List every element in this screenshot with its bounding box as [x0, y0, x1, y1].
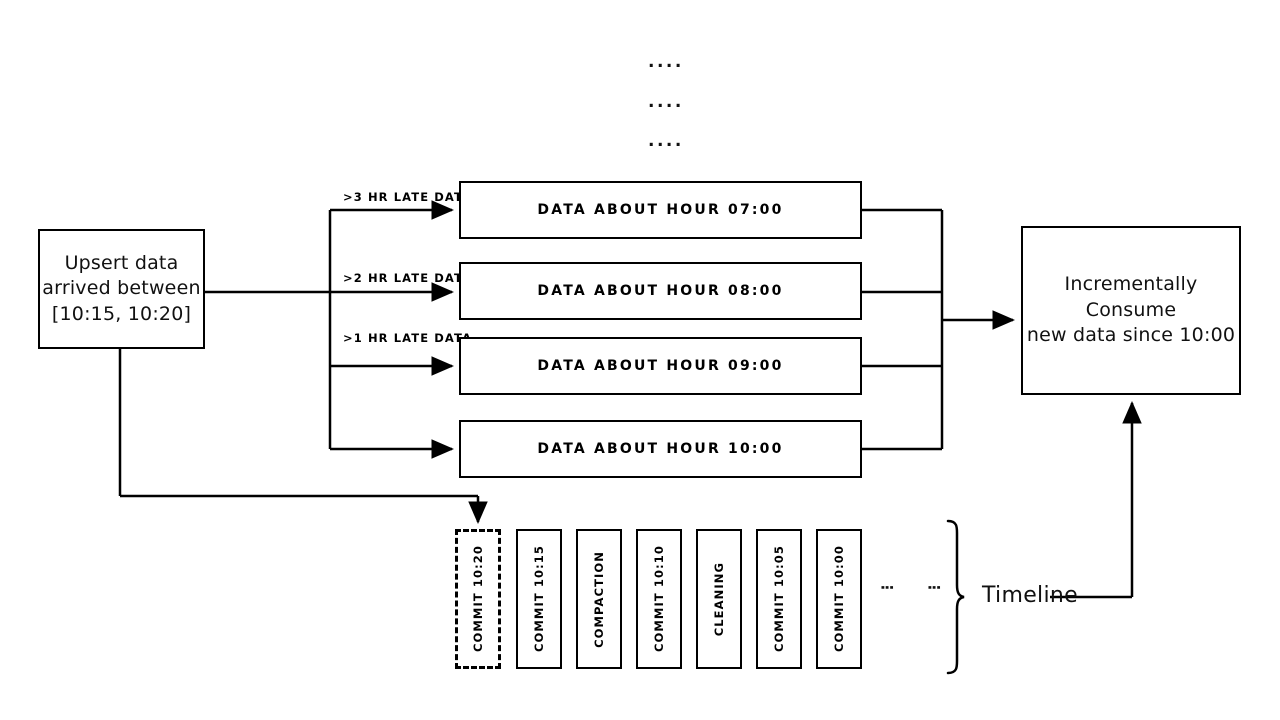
- timeline-brace: [946, 519, 965, 675]
- edge-label-late-2hr: >2 HR LATE DATA: [343, 271, 473, 285]
- data-box-hour-09-label: DATA ABOUT HOUR 09:00: [537, 358, 784, 374]
- incremental-consumer-line-2: new data since 10:00: [1026, 324, 1236, 347]
- timeline-commit-1020-label: COMMIT 10:20: [471, 545, 485, 653]
- edge-label-late-3hr: >3 HR LATE DATA: [343, 190, 473, 204]
- ellipsis-row-1: ....: [648, 52, 684, 72]
- timeline-commit-1005[interactable]: COMMIT 10:05: [756, 529, 802, 669]
- data-box-hour-10[interactable]: DATA ABOUT HOUR 10:00: [459, 420, 862, 478]
- timeline-commit-1010[interactable]: COMMIT 10:10: [636, 529, 682, 669]
- timeline-commit-1010-label: COMMIT 10:10: [652, 545, 666, 653]
- data-box-hour-10-label: DATA ABOUT HOUR 10:00: [537, 441, 784, 457]
- ellipsis-row-2: ....: [648, 92, 684, 112]
- timeline-commit-1000-label: COMMIT 10:00: [832, 545, 846, 653]
- data-box-hour-09[interactable]: DATA ABOUT HOUR 09:00: [459, 337, 862, 395]
- timeline-ellipsis-2: ⋮: [925, 580, 943, 597]
- timeline-cleaning-label: CLEANING: [712, 561, 726, 637]
- timeline-commit-1015-label: COMMIT 10:15: [532, 545, 546, 653]
- timeline-commit-1000[interactable]: COMMIT 10:00: [816, 529, 862, 669]
- incremental-consumer-box[interactable]: Incrementally Consume new data since 10:…: [1021, 226, 1241, 395]
- upsert-source-line-1: Upsert data: [64, 251, 179, 274]
- timeline-ellipsis-1: ⋮: [878, 580, 896, 597]
- timeline-commit-1015[interactable]: COMMIT 10:15: [516, 529, 562, 669]
- ellipsis-row-3: ....: [648, 131, 684, 151]
- incremental-consumer-line-1: Incrementally Consume: [1064, 273, 1198, 321]
- timeline-commit-1020[interactable]: COMMIT 10:20: [455, 529, 501, 669]
- data-box-hour-08[interactable]: DATA ABOUT HOUR 08:00: [459, 262, 862, 320]
- upsert-source-line-3: [10:15, 10:20]: [51, 302, 192, 325]
- data-box-hour-07-label: DATA ABOUT HOUR 07:00: [537, 202, 784, 218]
- upsert-source-line-2: arrived between: [42, 277, 201, 300]
- upsert-source-box[interactable]: Upsert data arrived between [10:15, 10:2…: [38, 229, 205, 349]
- timeline-commit-1005-label: COMMIT 10:05: [772, 545, 786, 653]
- edge-label-late-1hr: >1 HR LATE DATA: [343, 331, 473, 345]
- timeline-label: Timeline: [982, 583, 1078, 608]
- data-box-hour-08-label: DATA ABOUT HOUR 08:00: [537, 283, 784, 299]
- data-box-hour-07[interactable]: DATA ABOUT HOUR 07:00: [459, 181, 862, 239]
- timeline-compaction[interactable]: COMPACTION: [576, 529, 622, 669]
- timeline-cleaning[interactable]: CLEANING: [696, 529, 742, 669]
- timeline-compaction-label: COMPACTION: [592, 550, 606, 648]
